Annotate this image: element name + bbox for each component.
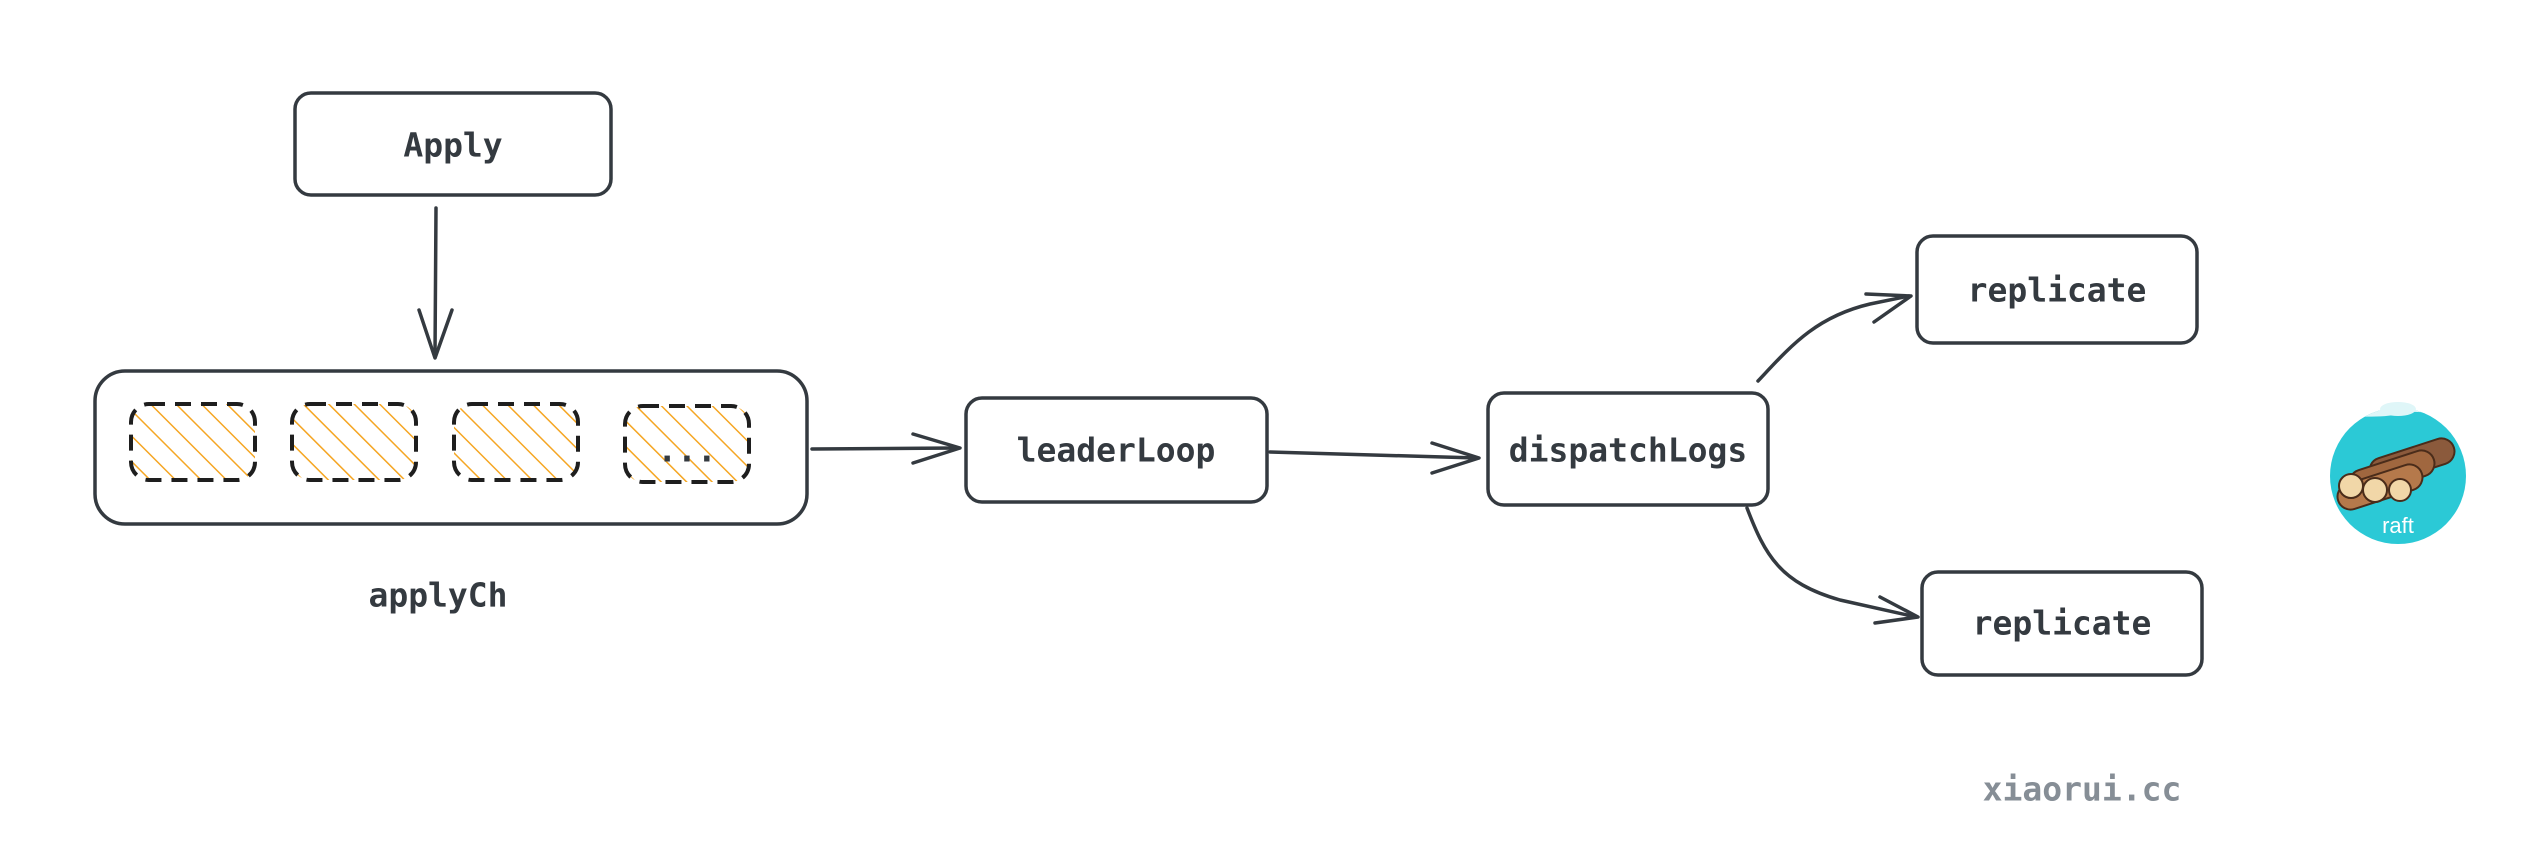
leaderloop-box [964,396,1269,504]
logo-splash [2380,402,2416,416]
logo-text: raft [2382,513,2414,538]
slot-outline [290,402,418,482]
replicate-node-top: replicate [1915,234,2199,345]
slot-outline [623,404,751,484]
slot-outline [129,402,257,482]
raft-logo: raft [2330,402,2466,544]
replicate-node-bottom: replicate [1920,570,2204,677]
channel-slot [290,402,418,482]
watermark-text: xiaorui.cc [1983,770,2182,809]
replicate-top-label: replicate [1968,271,2147,310]
slot-hatch [292,404,416,480]
slot-hatch [625,406,749,482]
apply-box [293,91,613,197]
slot-ellipsis-label: ... [657,431,717,470]
channel-slot [452,402,580,482]
replicate-top-box [1915,234,2199,345]
slot-hatch [131,404,255,480]
apply-node: Apply [293,91,613,197]
slot-outline [452,402,580,482]
raft-logs-icon [2336,437,2456,511]
dispatchlogs-box [1486,391,1770,507]
dispatchlogs-label: dispatchLogs [1509,431,1747,470]
leaderloop-label: leaderLoop [1017,431,1216,470]
arrow-leaderloop-to-dispatchlogs [1268,441,1481,475]
channel-box [93,369,809,526]
apply-channel: ... [93,369,809,526]
arrow-channel-to-leaderloop [810,432,962,465]
apply-label: Apply [403,126,502,165]
channel-slot [129,402,257,482]
dispatchlogs-node: dispatchLogs [1486,391,1770,507]
arrow-dispatchlogs-to-replicate-bottom [1745,506,1920,625]
arrow-apply-to-channel [417,206,454,360]
leaderloop-node: leaderLoop [964,396,1269,504]
replicate-bottom-label: replicate [1973,604,2152,643]
channel-slot: ... [623,404,751,484]
channel-caption: applyCh [368,576,507,615]
replicate-bottom-box [1920,570,2204,677]
arrow-dispatchlogs-to-replicate-top [1756,292,1913,383]
slot-hatch [454,404,578,480]
